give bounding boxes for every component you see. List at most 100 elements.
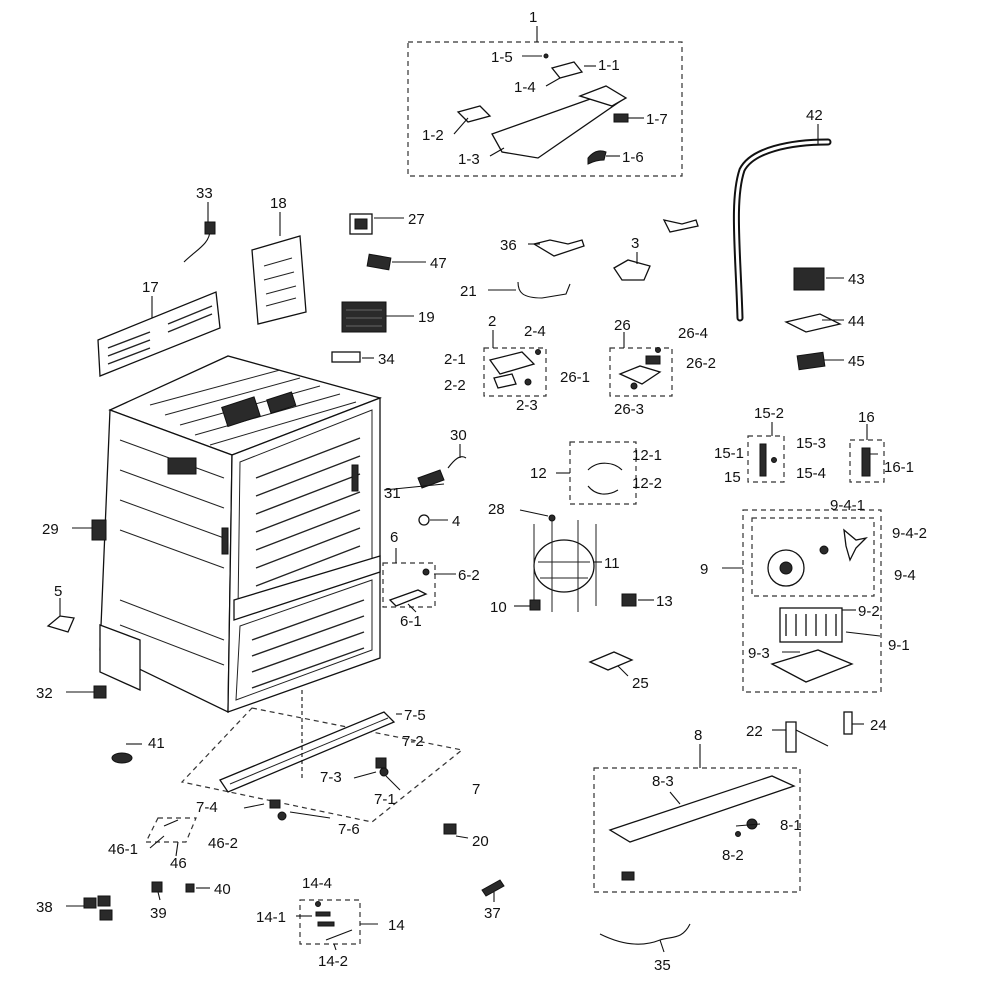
part-12-1 <box>587 462 623 471</box>
refrigerator-cabinet <box>99 355 383 714</box>
label-9-4-1: 9-4-1 <box>830 497 865 514</box>
part-26-3 <box>630 382 638 390</box>
part-39 <box>151 881 163 893</box>
part-6-2 <box>422 568 430 576</box>
label-14: 14 <box>388 917 405 934</box>
label-1-4: 1-4 <box>514 79 536 96</box>
part-17-panel <box>97 291 221 377</box>
part-40 <box>185 883 195 893</box>
part-8-3-plate <box>608 775 796 843</box>
part-5 <box>46 615 75 633</box>
label-24: 24 <box>870 717 887 734</box>
part-25 <box>588 651 634 671</box>
label-31: 31 <box>384 485 401 502</box>
part-41 <box>111 752 133 764</box>
label-15: 15 <box>724 469 741 486</box>
label-12: 12 <box>530 465 547 482</box>
part-2-2 <box>493 373 517 389</box>
freezer-liner-ribs <box>251 599 365 689</box>
part-1-2 <box>456 105 492 123</box>
group-box-26 <box>609 347 673 397</box>
part-14-1 <box>315 911 331 917</box>
part-27-core <box>354 218 368 230</box>
label-43: 43 <box>848 271 865 288</box>
group-box-16 <box>849 439 885 483</box>
part-34 <box>331 351 361 363</box>
part-9-3-tray <box>770 649 854 683</box>
label-12-1: 12-1 <box>632 447 662 464</box>
label-40: 40 <box>214 881 231 898</box>
label-6: 6 <box>390 529 398 546</box>
label-38: 38 <box>36 899 53 916</box>
label-6-2: 6-2 <box>458 567 480 584</box>
label-1-2: 1-2 <box>422 127 444 144</box>
label-1-1: 1-1 <box>598 57 620 74</box>
label-7-6: 7-6 <box>338 821 360 838</box>
label-13: 13 <box>656 593 673 610</box>
part-35-harness <box>599 923 691 945</box>
part-36-bracket <box>662 219 699 233</box>
label-26-1: 26-1 <box>560 369 590 386</box>
part-10-grommet <box>529 599 541 611</box>
label-6-1: 6-1 <box>400 613 422 630</box>
label-32: 32 <box>36 685 53 702</box>
group-box-14 <box>299 899 361 945</box>
label-15-1: 15-1 <box>714 445 744 462</box>
label-46: 46 <box>170 855 187 872</box>
label-18: 18 <box>270 195 287 212</box>
part-1-assembly <box>456 53 629 165</box>
label-36: 36 <box>500 237 517 254</box>
freezer-compartment <box>235 579 373 701</box>
fridge-liner-ribs <box>255 437 361 587</box>
group-box-2 <box>483 347 547 397</box>
label-41: 41 <box>148 735 165 752</box>
label-25: 25 <box>632 675 649 692</box>
part-31 <box>417 469 445 489</box>
evaporator-fins <box>785 614 837 636</box>
label-1-7: 1-7 <box>646 111 668 128</box>
label-8: 8 <box>694 727 702 744</box>
part-37 <box>481 879 505 897</box>
label-26-4: 26-4 <box>678 325 708 342</box>
part-33-wire <box>183 229 211 263</box>
label-9-4: 9-4 <box>894 567 916 584</box>
part-32 <box>93 685 107 699</box>
label-2-3: 2-3 <box>516 397 538 414</box>
group-box-9 <box>742 509 882 693</box>
top-connector-module <box>266 391 297 414</box>
label-9-2: 9-2 <box>858 603 880 620</box>
part-38-b <box>97 895 111 907</box>
part-1-bracket-top <box>578 85 628 107</box>
part-11-compressor <box>533 520 597 612</box>
compartment-divider <box>233 555 381 621</box>
label-39: 39 <box>150 905 167 922</box>
part-1-1 <box>550 61 584 79</box>
part-2-4 <box>535 349 541 355</box>
label-7-1: 7-1 <box>374 791 396 808</box>
group-box-8 <box>593 767 801 893</box>
part-43 <box>793 267 825 291</box>
label-26: 26 <box>614 317 631 334</box>
label-42: 42 <box>806 107 823 124</box>
part-3 <box>613 259 651 281</box>
label-28: 28 <box>488 501 505 518</box>
label-2-2: 2-2 <box>444 377 466 394</box>
part-8-screw <box>621 871 635 881</box>
part-2-1 <box>488 351 536 375</box>
part-30-wire <box>447 456 467 469</box>
part-14-4 <box>315 901 321 907</box>
label-7: 7 <box>472 781 480 798</box>
label-7-2: 7-2 <box>402 733 424 750</box>
label-20: 20 <box>472 833 489 850</box>
label-9-4-2: 9-4-2 <box>892 525 927 542</box>
part-17-grille <box>107 305 213 365</box>
front-hinge-slot <box>351 464 359 492</box>
label-5: 5 <box>54 583 62 600</box>
part-14-1b <box>317 921 335 927</box>
label-34: 34 <box>378 351 395 368</box>
label-12-2: 12-2 <box>632 475 662 492</box>
label-2-4: 2-4 <box>524 323 546 340</box>
label-7-5: 7-5 <box>404 707 426 724</box>
part-28-bolt <box>548 514 556 522</box>
label-30: 30 <box>450 427 467 444</box>
